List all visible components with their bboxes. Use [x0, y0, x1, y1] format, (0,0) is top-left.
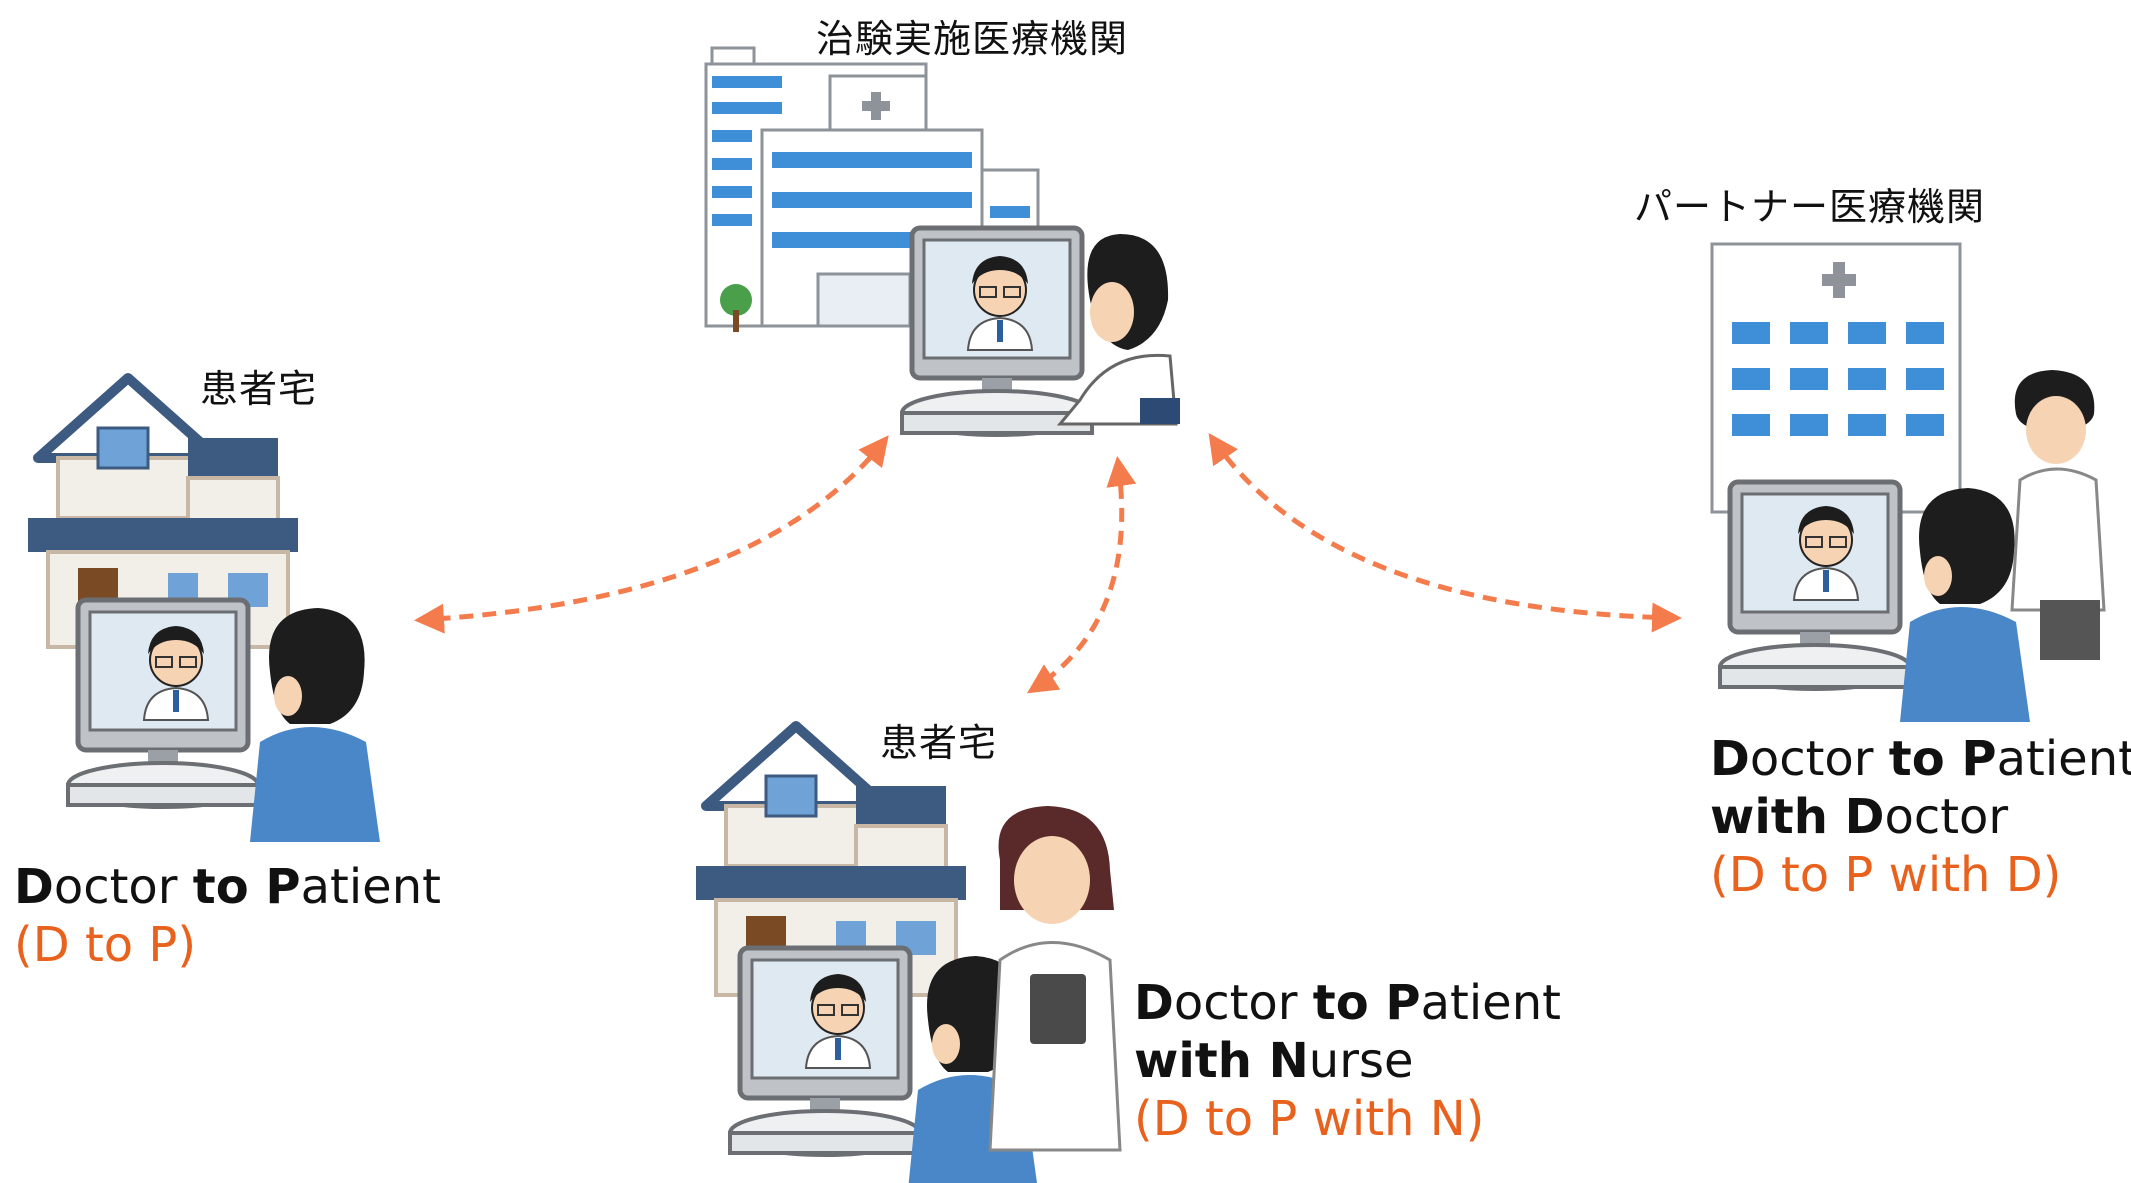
left-home-caption: 患者宅: [200, 367, 318, 411]
arrow-hospital-to-partner: [1208, 433, 1682, 633]
partner-hospital-caption: パートナー医療機関: [1634, 185, 1986, 229]
d-to-p-with-n-title: Doctor to Patient: [1134, 975, 1561, 1031]
d-to-p-abbreviation: (D to P): [14, 917, 197, 973]
partner-doctor-figure: [2010, 370, 2106, 660]
hospital-doctor-telemedicine-illustration: [902, 228, 1180, 435]
model-label-d-to-p-with-n: Doctor to Patient with Nurse (D to P wit…: [1134, 974, 1561, 1148]
nurse-figure: [988, 806, 1122, 1152]
arrow-hospital-to-left-home: [414, 435, 889, 634]
left-patient-home-illustration: [28, 378, 380, 842]
d-to-p-with-n-subtitle: with Nurse: [1134, 1033, 1414, 1089]
d-to-p-with-d-subtitle: with Doctor: [1710, 789, 2009, 845]
center-home-caption: 患者宅: [880, 721, 998, 765]
d-to-p-with-d-title: Doctor to Patient: [1710, 731, 2131, 787]
partner-hospital-illustration: [1710, 242, 2106, 722]
d-to-p-title: Doctor to Patient: [14, 859, 441, 915]
model-label-d-to-p: Doctor to Patient (D to P): [14, 858, 441, 974]
model-label-d-to-p-with-d: Doctor to Patient with Doctor (D to P wi…: [1710, 730, 2131, 904]
arrow-hospital-to-center-home: [1026, 456, 1137, 694]
d-to-p-with-n-abbreviation: (D to P with N): [1134, 1091, 1485, 1147]
center-patient-home-illustration: [696, 726, 1122, 1183]
hospital-caption: 治験実施医療機関: [816, 17, 1129, 61]
connection-arrows: [414, 433, 1682, 694]
d-to-p-with-d-abbreviation: (D to P with D): [1710, 847, 2062, 903]
